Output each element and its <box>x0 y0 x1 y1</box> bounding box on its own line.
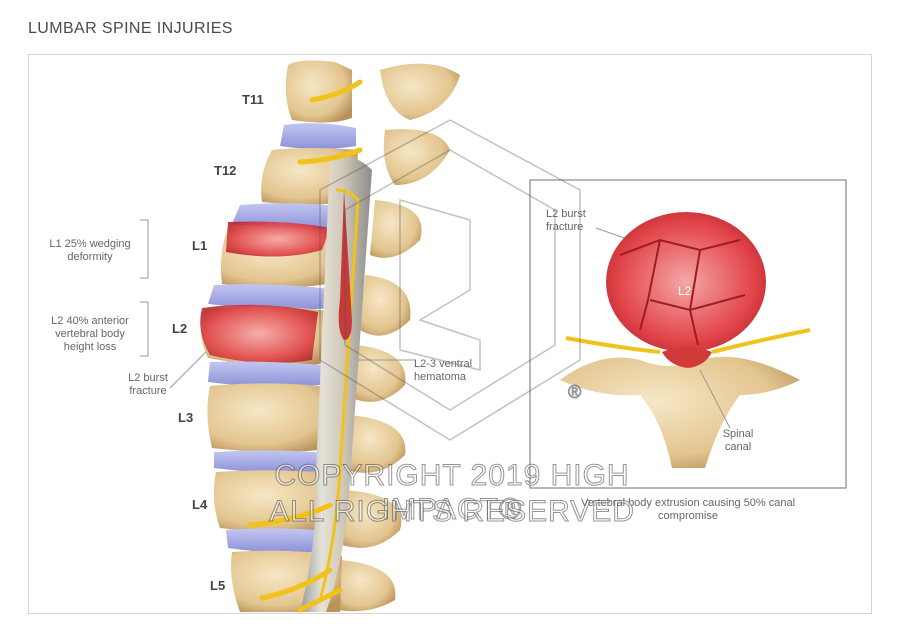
inset-burst-label: L2 burst fracture <box>546 208 586 233</box>
spinal-cord <box>300 156 372 612</box>
inset-vertebral-body <box>606 212 766 352</box>
level-label-l3: L3 <box>178 410 194 425</box>
watermark-logo <box>319 119 581 441</box>
illustration-frame <box>28 54 872 614</box>
level-label-l5: L5 <box>210 578 226 593</box>
vertebra-t11 <box>285 60 352 123</box>
level-label-l1: L1 <box>192 238 208 253</box>
inset-vertebra-label: L2 <box>678 284 692 298</box>
disc-l3-l4 <box>214 450 338 473</box>
inset-canal-compromise <box>662 347 712 368</box>
disc-l2-l3 <box>208 361 334 387</box>
watermark-copyright: COPYRIGHT 2019 HIGH IMPACT® <box>274 459 630 527</box>
page-title: LUMBAR SPINE INJURIES <box>28 20 233 37</box>
inset-panel <box>529 179 847 489</box>
level-label-l4: L4 <box>192 497 208 512</box>
level-label-t12: T12 <box>214 163 237 178</box>
vertebral-column <box>200 60 358 612</box>
annotation-brackets <box>140 219 416 389</box>
l1-injury <box>226 221 330 257</box>
inset-canal-label: Spinal canal <box>722 428 754 453</box>
watermark-registered: ® <box>567 382 583 403</box>
annotation-hematoma: L2-3 ventral hematoma <box>414 358 473 383</box>
disc-l4-l5 <box>226 528 340 553</box>
watermark-rights: ALL RIGHTS RESERVED <box>269 495 635 529</box>
vertebra-l4 <box>213 470 340 532</box>
disc-t11-t12 <box>280 123 356 149</box>
level-label-t11: T11 <box>242 92 264 107</box>
annotation-l2-height-loss: L2 40% anterior vertebral body height lo… <box>51 315 129 353</box>
nerve-roots <box>247 79 363 613</box>
level-label-l2: L2 <box>172 321 188 336</box>
annotation-l1-wedging: L1 25% wedging deformity <box>49 238 131 263</box>
posterior-elements <box>338 63 460 612</box>
l2-injury <box>200 304 318 364</box>
inset-posterior-arch <box>560 356 800 468</box>
vertebra-l3 <box>207 383 336 452</box>
annotation-l2-burst: L2 burst fracture <box>128 372 168 397</box>
disc-l1-l2 <box>208 284 338 310</box>
inset-caption: Vertebral body extrusion causing 50% can… <box>580 497 796 522</box>
